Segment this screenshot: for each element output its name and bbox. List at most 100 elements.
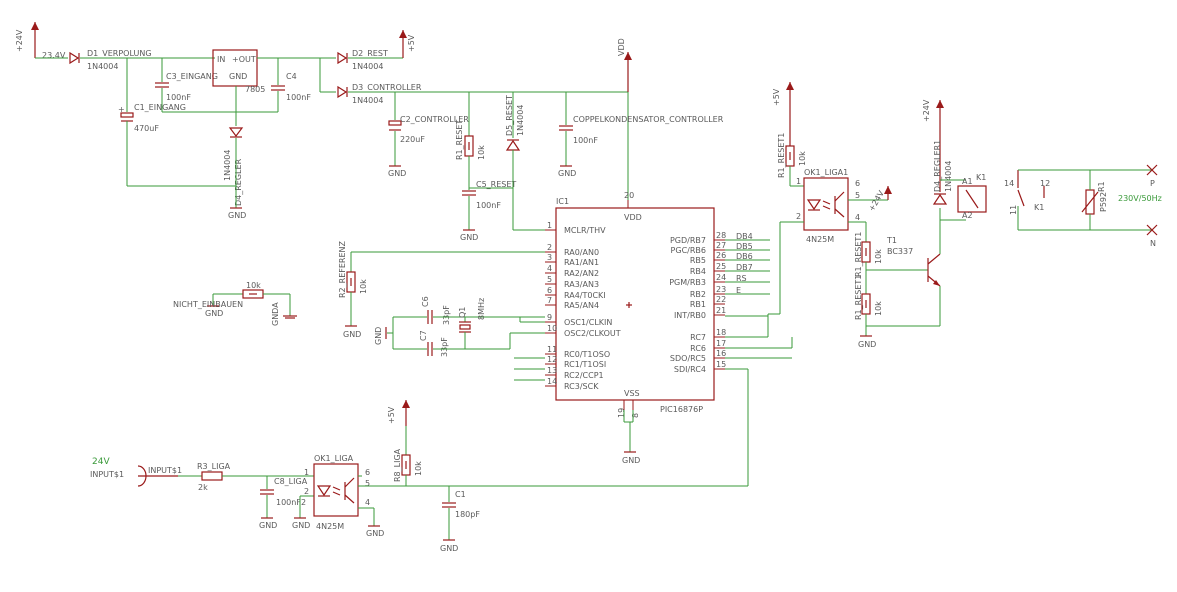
supply-24v-opto — [884, 186, 892, 200]
ic1-pin-name: RA0/AN0 — [564, 248, 599, 257]
label-ok-value: 4N25M — [316, 522, 344, 531]
label-c3: C3_EINGANG — [166, 72, 218, 81]
supply-5v-d2 — [399, 30, 407, 58]
ic1-pin-number: 2 — [547, 243, 552, 252]
label-c7: C7 — [419, 330, 428, 341]
diode-d5-reset — [505, 139, 521, 151]
gnd-c8: GND — [259, 521, 277, 530]
label-k1-a2: A2 — [962, 211, 973, 220]
ic1-pin-number: 5 — [547, 275, 552, 284]
label-c5-value: 100nF — [476, 201, 501, 210]
label-d4-value: 1N4004 — [944, 161, 953, 192]
label-plus5-r8: +5V — [387, 406, 396, 424]
ic1-pin-name: RA1/AN1 — [564, 258, 599, 267]
ic1-net-label: DB6 — [736, 252, 753, 261]
ic1-pin-name: SDI/RC4 — [674, 365, 706, 374]
gnd-ic: GND — [622, 456, 640, 465]
label-c1-value: 470uF — [134, 124, 159, 133]
label-plus24-input: +24V — [15, 29, 24, 52]
ic1-pin-number: 22 — [716, 295, 726, 304]
ic1-pin-number: 16 — [716, 349, 726, 358]
label-rr1-value: 10k — [798, 151, 807, 166]
label-c1b: C1 — [455, 490, 466, 499]
ic1-pin-number: 3 — [547, 253, 552, 262]
label-ok1-pin1: 1 — [796, 177, 801, 186]
optocoupler-ok1-liga1 — [803, 177, 849, 231]
label-ic1-vss: VSS — [624, 389, 640, 398]
label-ok1-pin6: 6 — [855, 179, 860, 188]
capacitor-c1-180pf — [442, 502, 456, 508]
label-mains: 230V/50Hz — [1118, 194, 1162, 203]
label-r3: R3_LIGA — [197, 462, 231, 471]
relay-k1-contact — [1017, 170, 1045, 207]
label-neutral: N — [1150, 239, 1156, 248]
ic1-pin-number: 14 — [547, 377, 557, 386]
label-plus5-reset: +5V — [772, 88, 781, 106]
regulator-7805 — [212, 49, 258, 87]
gnd-nb: GND — [205, 309, 223, 318]
label-r1-value: 10k — [477, 145, 486, 160]
ic1-net-label: DB4 — [736, 232, 753, 241]
ic1-pin-name: RA4/T0CKI — [564, 291, 606, 300]
label-d3-value: 1N4004 — [352, 96, 383, 105]
ic1-pin-name: RC3/SCK — [564, 382, 599, 391]
label-plus24-relay: +24V — [922, 99, 931, 122]
label-d4: D4_REGLER1 — [933, 140, 942, 192]
label-gnd-regler: GND — [228, 211, 246, 220]
label-k1-12: 12 — [1040, 179, 1050, 188]
ic1-pin-number: 13 — [547, 366, 557, 375]
resistor-nicht-einbauen — [242, 289, 264, 299]
resistor-r3-liga — [201, 471, 223, 481]
capacitor-c4 — [271, 85, 285, 91]
input-connector[interactable] — [137, 465, 178, 487]
label-ok1-pin4: 4 — [855, 213, 860, 222]
supply-24v-relay — [936, 100, 944, 192]
label-ic1-vdd: VDD — [624, 213, 642, 222]
gnd-coppel: GND — [558, 169, 576, 178]
optocoupler-ok1-liga — [313, 463, 359, 517]
label-ic1-vss-num2: 8 — [631, 413, 640, 418]
supply-24v-input: +24V — [15, 22, 39, 58]
resistor-r1-p592 — [1081, 189, 1099, 215]
gnd-c5: GND — [460, 233, 478, 242]
ic1-pin-name: INT/RB0 — [674, 311, 706, 320]
ic1-left-pins: 1MCLR/THV2RA0/AN03RA1/AN14RA2/AN25RA3/AN… — [545, 221, 621, 391]
ic1-pin-number: 17 — [716, 339, 726, 348]
ic1-net-label: E — [736, 286, 741, 295]
ic1-pin-number: 26 — [716, 251, 726, 260]
ic1-pin-number: 28 — [716, 231, 726, 240]
label-k1b: K1 — [1034, 203, 1044, 212]
ic1-pin-number: 21 — [716, 306, 726, 315]
label-c2: C2_CONTROLLER — [400, 115, 469, 124]
ic1-pin-number: 24 — [716, 273, 726, 282]
label-rp-value: P592 — [1099, 192, 1108, 212]
label-c1: C1_EINGANG — [134, 103, 186, 112]
label-ok: OK1_LIGA — [314, 454, 354, 463]
ic1-pin-number: 9 — [547, 313, 552, 322]
ic1-pin-name: RA2/AN2 — [564, 269, 599, 278]
label-input-net: INPUT$1 — [148, 466, 182, 475]
supply-5v-r8 — [402, 400, 410, 426]
capacitor-c7 — [427, 342, 433, 356]
label-d4r-value: 1N4004 — [223, 150, 232, 181]
label-plus24-opto: +24V — [867, 189, 886, 213]
resistor-reset1 — [785, 145, 795, 167]
ic1-pin-name: RC0/T1OSO — [564, 350, 610, 359]
label-c7-value: 33pF — [440, 337, 449, 357]
transistor-t1 — [927, 253, 941, 287]
ic1-pin-number: 18 — [716, 328, 726, 337]
label-c2-value: 220uF — [400, 135, 425, 144]
ic1-pin-name: RA3/AN3 — [564, 280, 599, 289]
label-ok1-value: 4N25M — [806, 235, 834, 244]
diode-d1 — [69, 51, 80, 65]
gnd-osc: GND — [374, 327, 383, 345]
ic1-pin-name: RB4 — [690, 267, 706, 276]
supply-vdd — [624, 52, 632, 92]
ic1-pin-name: RB2 — [690, 290, 706, 299]
label-ok1-pin5: 5 — [855, 191, 860, 200]
label-vdd: VDD — [617, 38, 626, 56]
resistor-r8-liga — [401, 454, 411, 476]
label-k1: K1 — [976, 173, 986, 182]
diode-d4-regler — [228, 127, 244, 138]
label-rr1: R1_RESET1 — [777, 133, 786, 178]
